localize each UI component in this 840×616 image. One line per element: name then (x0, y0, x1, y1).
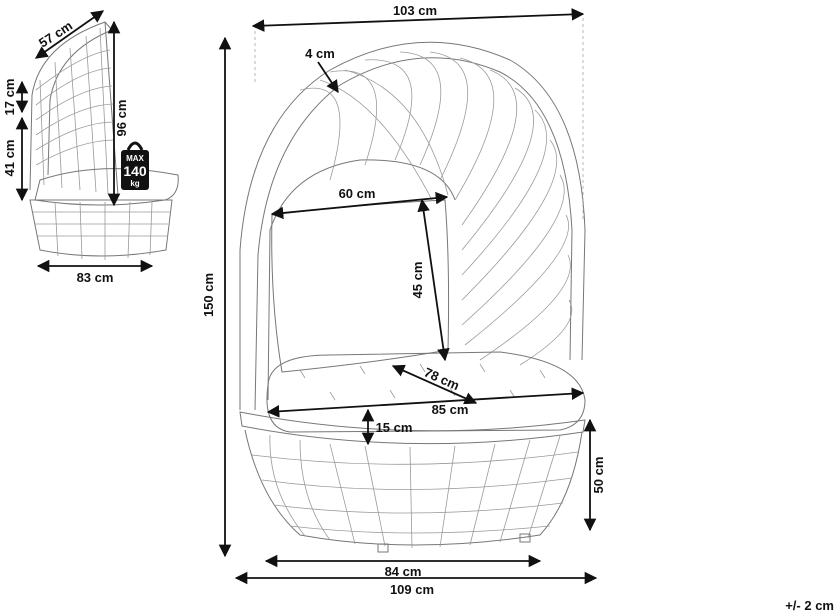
base-inner-width-label: 84 cm (385, 564, 422, 579)
front-view-chair (239, 41, 586, 553)
back-cushion-height-label: 45 cm (410, 262, 425, 299)
overall-height-label: 150 cm (201, 273, 216, 317)
side-seat-height-label: 41 cm (2, 140, 17, 177)
side-height-label: 96 cm (114, 100, 129, 137)
base-outer-width-label: 109 cm (390, 582, 434, 597)
weight-max-label: MAX (126, 154, 144, 163)
weight-value: 140 (123, 163, 147, 179)
seat-diagonal-label: 78 cm (422, 365, 462, 394)
max-weight-badge: MAX 140 kg (121, 141, 149, 190)
tolerance-note: +/- 2 cm (785, 598, 834, 613)
side-view-chair (29, 21, 179, 260)
canopy-thickness-label: 4 cm (305, 46, 335, 61)
side-base-width-label: 83 cm (77, 270, 114, 285)
weight-unit: kg (130, 179, 139, 188)
top-width-label: 103 cm (393, 3, 437, 18)
cushion-thickness-label: 15 cm (376, 420, 413, 435)
seat-width-label: 85 cm (432, 402, 469, 417)
base-height-label: 50 cm (591, 457, 606, 494)
side-canopy-label: 17 cm (2, 79, 17, 116)
side-depth-label: 57 cm (36, 18, 75, 51)
back-cushion-width-label: 60 cm (339, 186, 376, 201)
